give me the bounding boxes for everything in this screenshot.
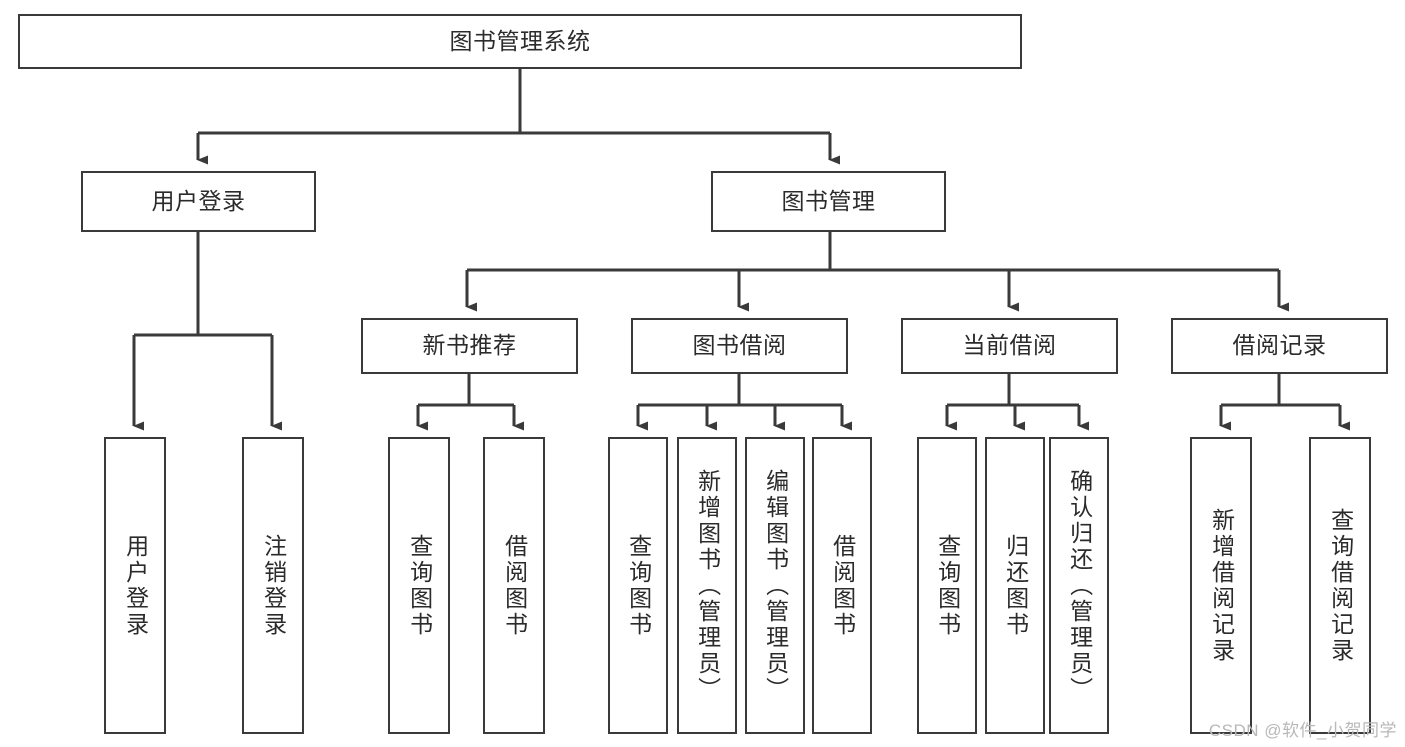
node-label: 查询借阅记录 [1327,507,1354,664]
node-label: 图书借阅 [692,332,787,359]
node-leaf-borrow-book[interactable]: 借阅图书 [812,437,872,734]
node-label: 归还图书 [1002,533,1029,638]
node-leaf-query-book-borrow[interactable]: 查询图书 [608,437,668,734]
node-book-borrow[interactable]: 图书借阅 [631,318,848,374]
node-leaf-add-borrow-record[interactable]: 新增借阅记录 [1190,437,1252,734]
node-label: 借阅图书 [829,533,856,638]
node-label: 当前借阅 [962,332,1057,359]
node-label: 查询图书 [934,533,961,638]
node-system-root[interactable]: 图书管理系统 [18,14,1022,69]
node-leaf-query-book-recommend[interactable]: 查询图书 [388,437,450,734]
node-leaf-return-book[interactable]: 归还图书 [985,437,1045,734]
node-label: 查询图书 [625,533,652,638]
node-leaf-add-book[interactable]: 新增图书（管理员） [677,437,737,734]
node-label: 图书管理 [781,187,876,214]
node-label: 新增借阅记录 [1208,507,1235,664]
node-label: 编辑图书（管理员） [762,468,789,703]
node-label: 新书推荐 [422,332,517,359]
node-leaf-edit-book[interactable]: 编辑图书（管理员） [745,437,805,734]
node-leaf-confirm-return[interactable]: 确认归还（管理员） [1049,437,1109,734]
node-label: 新增图书（管理员） [694,468,721,703]
node-leaf-user-login[interactable]: 用户登录 [104,437,166,734]
node-current-borrow[interactable]: 当前借阅 [901,318,1118,374]
node-label: 图书管理系统 [449,27,591,54]
node-label: 注销登录 [260,533,287,638]
node-book-management[interactable]: 图书管理 [711,171,946,232]
node-leaf-query-book-current[interactable]: 查询图书 [917,437,977,734]
node-new-book-recommend[interactable]: 新书推荐 [361,318,578,374]
node-label: 借阅图书 [501,533,528,638]
watermark-text: CSDN @软件_小贺同学 [1208,721,1397,740]
node-leaf-logout[interactable]: 注销登录 [242,437,304,734]
node-label: 用户登录 [151,187,246,214]
node-user-login[interactable]: 用户登录 [81,171,316,232]
node-leaf-borrow-book-recommend[interactable]: 借阅图书 [483,437,545,734]
node-label: 借阅记录 [1232,332,1327,359]
node-label: 用户登录 [122,533,149,638]
node-leaf-query-borrow-record[interactable]: 查询借阅记录 [1309,437,1371,734]
node-label: 查询图书 [406,533,433,638]
node-borrow-record[interactable]: 借阅记录 [1171,318,1388,374]
node-label: 确认归还（管理员） [1066,468,1093,703]
